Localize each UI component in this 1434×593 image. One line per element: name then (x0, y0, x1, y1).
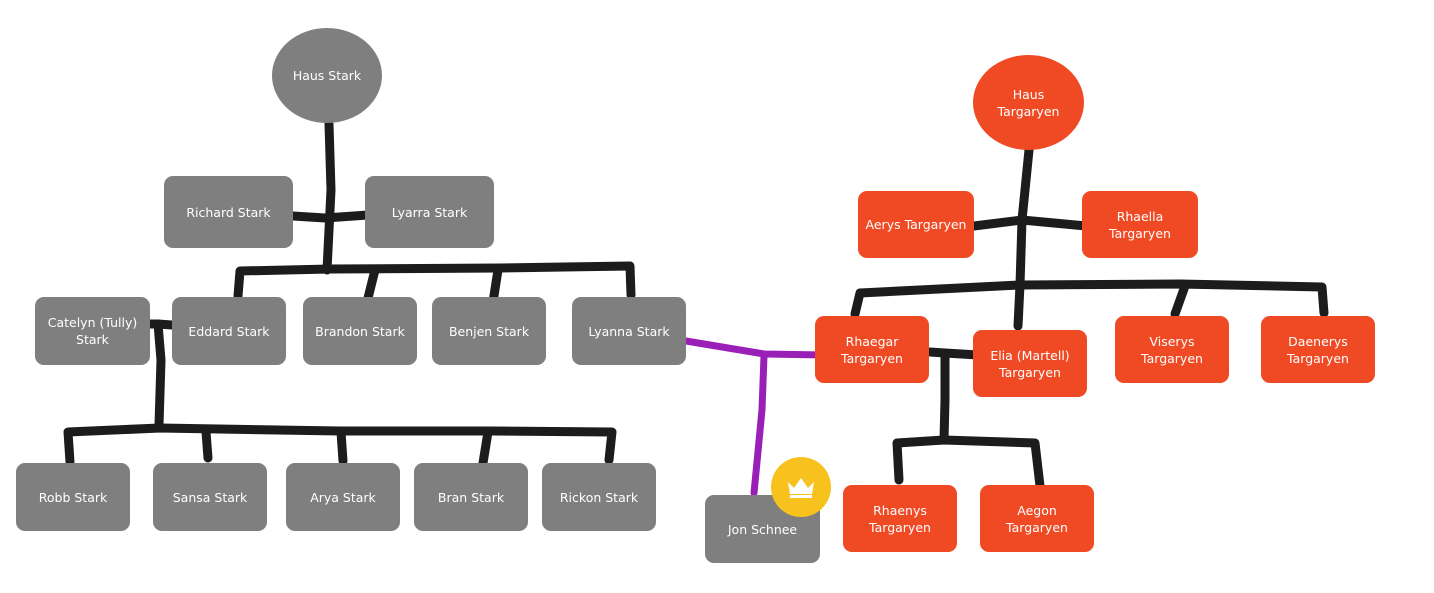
connector-line (363, 265, 380, 303)
connector-line (939, 348, 950, 445)
connector-line (288, 210, 373, 223)
person-eddard-stark[interactable]: Eddard Stark (172, 297, 286, 365)
connector-line (336, 427, 348, 466)
person-sansa-stark[interactable]: Sansa Stark (153, 463, 267, 531)
connector-line (892, 435, 1045, 491)
connector-line (233, 261, 636, 301)
person-robb-stark[interactable]: Robb Stark (16, 463, 130, 531)
connector-line (1170, 281, 1190, 319)
person-bran-stark[interactable]: Bran Stark (414, 463, 528, 531)
connector-line (488, 265, 503, 307)
person-arya-stark[interactable]: Arya Stark (286, 463, 400, 531)
person-daenerys-targaryen[interactable]: Daenerys Targaryen (1261, 316, 1375, 383)
connector-line-link (750, 352, 768, 497)
crown-icon (788, 478, 814, 498)
person-aegon-targaryen[interactable]: Aegon Targaryen (980, 485, 1094, 552)
connector-line (969, 215, 1091, 231)
person-catelyn-stark[interactable]: Catelyn (Tully) Stark (35, 297, 150, 365)
person-rhaegar-targaryen[interactable]: Rhaegar Targaryen (815, 316, 929, 383)
person-brandon-stark[interactable]: Brandon Stark (303, 297, 417, 365)
connector-line (478, 427, 493, 468)
connector-line (1013, 145, 1034, 331)
connector-line (201, 427, 213, 463)
person-rhaenys-targaryen[interactable]: Rhaenys Targaryen (843, 485, 957, 552)
connector-line (322, 119, 336, 275)
person-aerys-targaryen[interactable]: Aerys Targaryen (858, 191, 974, 258)
crown-badge (771, 457, 831, 517)
house-stark-node[interactable]: Haus Stark (272, 28, 382, 123)
person-rhaella-targaryen[interactable]: Rhaella Targaryen (1082, 191, 1198, 258)
connector-line-link (676, 336, 829, 359)
person-elia-targaryen[interactable]: Elia (Martell) Targaryen (973, 330, 1087, 397)
person-benjen-stark[interactable]: Benjen Stark (432, 297, 546, 365)
connector-line (925, 347, 983, 360)
person-viserys-targaryen[interactable]: Viserys Targaryen (1115, 316, 1229, 383)
person-rickon-stark[interactable]: Rickon Stark (542, 463, 656, 531)
house-targaryen-node[interactable]: Haus Targaryen (973, 55, 1084, 150)
connector-line (153, 319, 166, 430)
person-jon-schnee[interactable]: Jon Schnee (705, 495, 820, 563)
connector-line (850, 279, 1329, 319)
person-lyanna-stark[interactable]: Lyanna Stark (572, 297, 686, 365)
person-richard-stark[interactable]: Richard Stark (164, 176, 293, 248)
person-lyarra-stark[interactable]: Lyarra Stark (365, 176, 494, 248)
